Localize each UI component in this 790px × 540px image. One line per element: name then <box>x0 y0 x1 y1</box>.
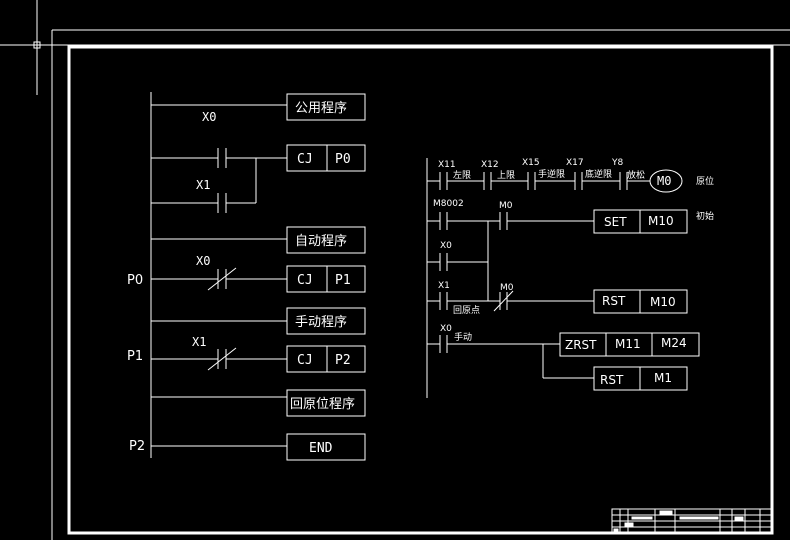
box-text-manual-program: 手动程序 <box>295 315 347 330</box>
instr-op-rst-m1: RST <box>600 373 624 387</box>
box-auto-program <box>286 226 366 254</box>
contact-label-x1-rst: X1 <box>438 281 450 291</box>
drawing-frame <box>0 29 790 540</box>
instr-arg-rst-m1: M1 <box>654 371 672 385</box>
contact-label-x0-cj-p1: X0 <box>196 254 210 268</box>
contact-label-x11: X11 <box>438 160 456 170</box>
box-text-cj2-op: CJ <box>297 273 313 288</box>
box-text-cj3-op: CJ <box>297 353 313 368</box>
box-text-common-program: 公用程序 <box>295 101 347 116</box>
contact-label-m0-set: M0 <box>499 201 513 211</box>
contact-note-y8: 放松 <box>627 169 645 181</box>
contact-label-m0-rst: M0 <box>500 283 514 293</box>
box-text-end: END <box>309 441 333 456</box>
box-cj-p1 <box>286 265 366 293</box>
contact-note-x15: 手逆限 <box>538 168 565 180</box>
box-home-program <box>286 389 366 417</box>
cad-crosshair-icon <box>0 0 85 95</box>
instr-op-zrst: ZRST <box>565 338 597 352</box>
contact-label-x0-common: X0 <box>202 110 216 124</box>
contact-label-x12: X12 <box>481 160 499 170</box>
box-text-cj1-op: CJ <box>297 152 313 167</box>
contact-label-m8002: M8002 <box>433 199 464 209</box>
left-ladder <box>150 92 366 461</box>
instr-note-init: 初始 <box>696 210 714 222</box>
pointer-label-p1: P1 <box>127 349 143 364</box>
box-zrst-m11-m24 <box>559 332 700 357</box>
contact-label-x17: X17 <box>566 158 584 168</box>
pointer-label-p2: P2 <box>129 439 145 454</box>
right-ladder <box>426 158 700 398</box>
instr-op-rst-m10: RST <box>602 294 626 308</box>
contact-note-home-point: 回原点 <box>453 305 480 316</box>
box-cj-p2 <box>286 345 366 373</box>
pointer-label-p0: P0 <box>127 273 143 288</box>
box-text-home-program: 回原位程序 <box>290 397 355 412</box>
instr-arg-set-m10: M10 <box>648 214 674 228</box>
contact-label-x0-rst: X0 <box>440 241 452 251</box>
instr-arg-rst-m10: M10 <box>650 295 676 309</box>
contact-note-x17: 底逆限 <box>585 168 612 180</box>
contact-label-y8: Y8 <box>611 158 623 168</box>
box-text-cj1-arg: P0 <box>335 152 351 167</box>
box-cj-p0 <box>286 144 366 172</box>
contact-note-manual: 手动 <box>454 331 472 343</box>
coil-label-m0: M0 <box>657 174 671 188</box>
box-text-cj3-arg: P2 <box>335 353 351 368</box>
coil-m0 <box>649 169 683 193</box>
box-end <box>286 433 366 461</box>
box-common-program <box>286 93 366 121</box>
box-text-cj2-arg: P1 <box>335 273 351 288</box>
instr-op-set: SET <box>604 215 627 229</box>
coil-note-home: 原位 <box>696 175 714 187</box>
contact-label-x0-manual: X0 <box>440 324 452 334</box>
box-manual-program <box>286 307 366 335</box>
instr-arg-zrst-m11: M11 <box>615 337 641 351</box>
contact-label-x1-cj-p0: X1 <box>196 178 210 192</box>
contact-note-upper-limit: 上限 <box>497 170 515 181</box>
title-block <box>611 508 773 534</box>
box-text-auto-program: 自动程序 <box>295 234 347 249</box>
contact-note-left-limit: 左限 <box>453 169 471 181</box>
instr-arg-zrst-m24: M24 <box>661 336 687 350</box>
contact-label-x15: X15 <box>522 158 540 168</box>
contact-label-x1-cj-p2: X1 <box>192 335 206 349</box>
